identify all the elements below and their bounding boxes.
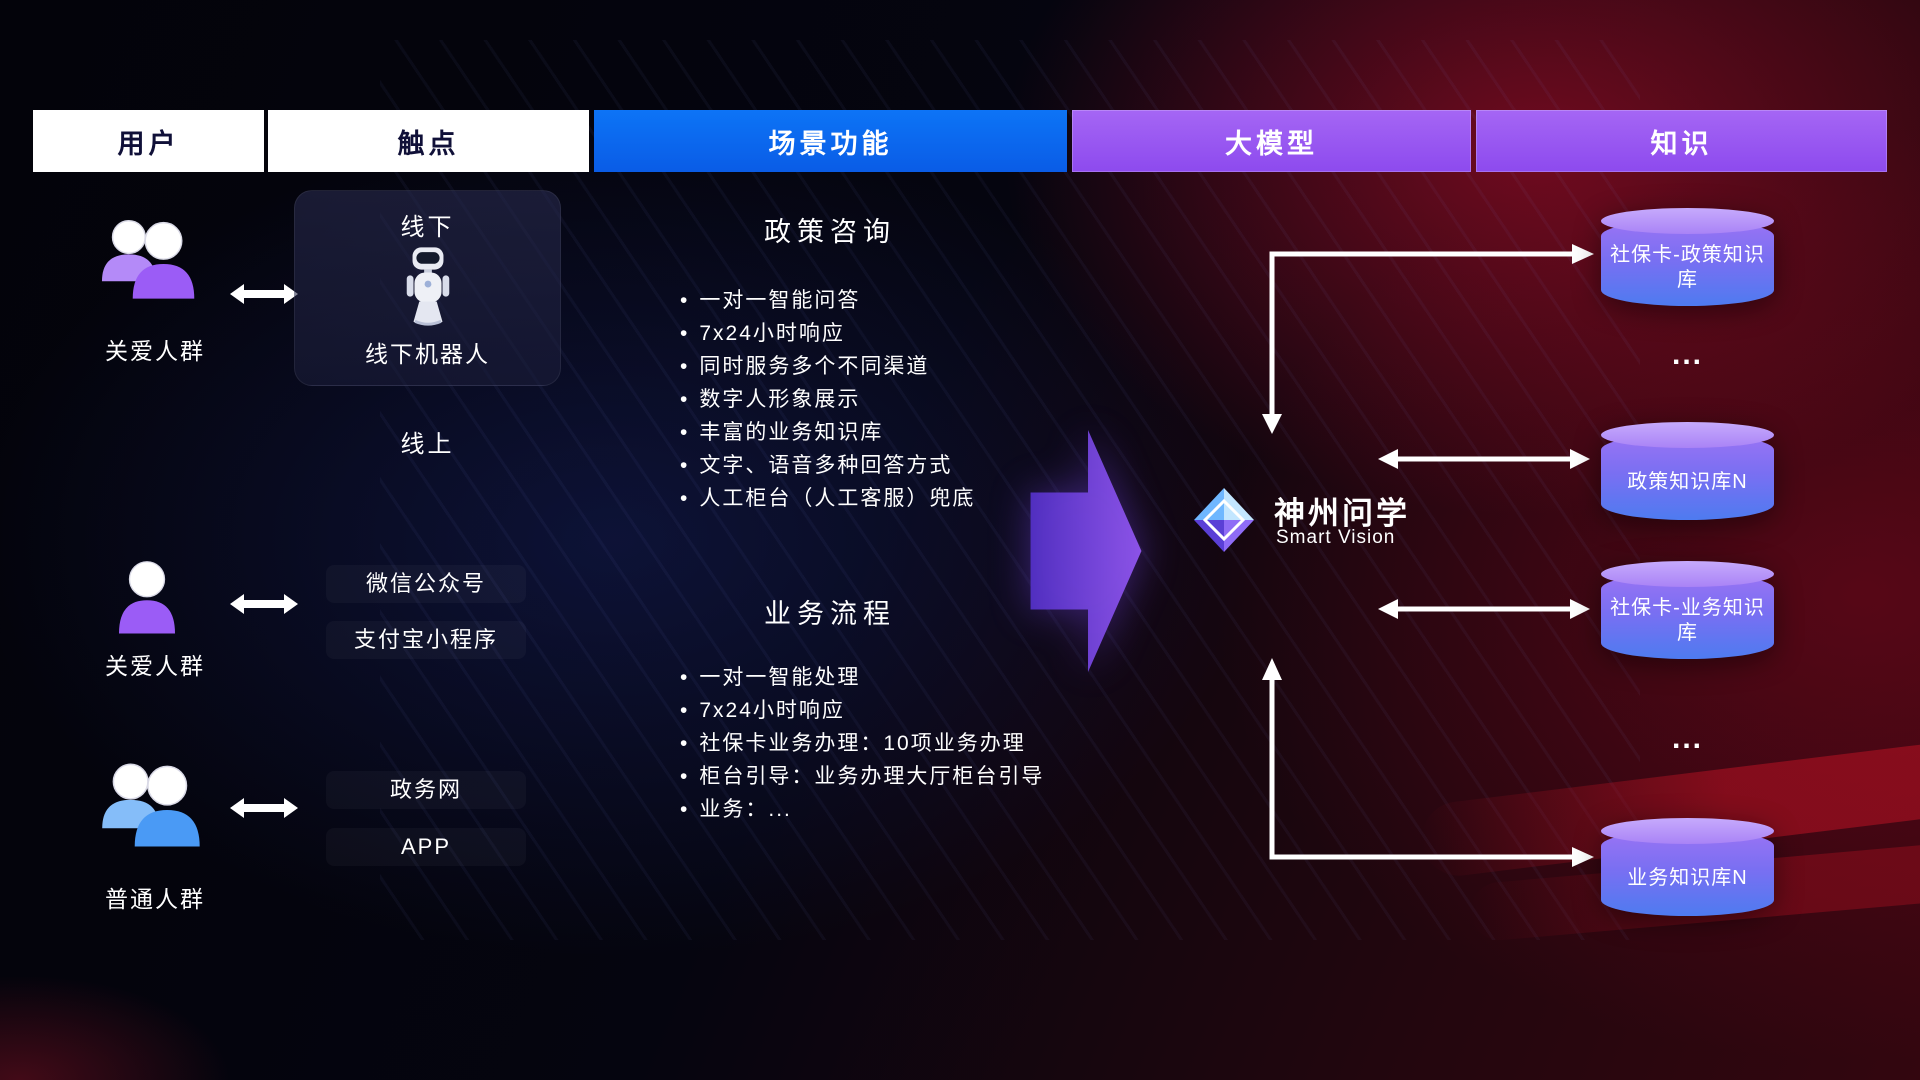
bullet-text: 7x24小时响应 xyxy=(699,322,845,345)
bullet-icon: • xyxy=(680,732,690,755)
bullet-text: 社保卡业务办理：10项业务办理 xyxy=(699,732,1026,755)
header-user-label: 用户 xyxy=(117,128,180,159)
offline-title: 线下 xyxy=(400,214,455,241)
double-arrow-icon xyxy=(228,795,300,826)
header-knowledge-label: 知识 xyxy=(1650,128,1713,159)
cylinder-top xyxy=(1601,422,1774,448)
bullet-icon: • xyxy=(680,454,690,477)
offline-touchpoint-card: 线下 线下机器人 xyxy=(294,190,561,386)
cylinder-body xyxy=(1601,434,1774,520)
bullet-text: 一对一智能处理 xyxy=(699,666,861,689)
touchpoint-gov-web: 政务网 xyxy=(326,771,526,809)
bullet-item: • 社保卡业务办理：10项业务办理 xyxy=(680,732,1044,755)
model-brand-subtitle: Smart Vision xyxy=(1276,527,1396,548)
header-model-label: 大模型 xyxy=(1225,128,1318,159)
database-cylinder-business-n: 业务知识库N xyxy=(1601,818,1774,916)
group-people-icon-purple xyxy=(88,214,214,314)
user-group-3-label: 普通人群 xyxy=(105,886,205,912)
cylinder-body xyxy=(1601,220,1774,306)
bullet-item: • 一对一智能处理 xyxy=(680,666,1044,689)
database-cylinder-policy-n: 政策知识库N xyxy=(1601,422,1774,520)
online-title: 线上 xyxy=(400,431,455,458)
ellipsis-top: ... xyxy=(1671,338,1703,371)
touchpoint-app: APP xyxy=(326,828,526,866)
bullet-text: 业务：... xyxy=(699,798,792,821)
database-label: 社保卡-政策知识库 xyxy=(1610,244,1765,291)
scene-title-policy: 政策咨询 xyxy=(764,217,896,247)
database-label: 社保卡-业务知识库 xyxy=(1610,597,1765,644)
model-brand-name: 神州问学 xyxy=(1274,496,1410,531)
bullet-text: 数字人形象展示 xyxy=(699,388,861,411)
header-model: 大模型 xyxy=(1072,110,1471,172)
bullet-text: 7x24小时响应 xyxy=(699,699,845,722)
bullet-item: • 丰富的业务知识库 xyxy=(680,421,975,444)
bullet-item: • 柜台引导：业务办理大厅柜台引导 xyxy=(680,765,1044,788)
user-group-2-label: 关爱人群 xyxy=(105,653,205,679)
header-touchpoint-label: 触点 xyxy=(397,128,460,159)
header-scene-label: 场景功能 xyxy=(768,128,893,159)
double-arrow-icon xyxy=(1378,444,1590,479)
bullet-icon: • xyxy=(680,666,690,689)
bullet-item: • 7x24小时响应 xyxy=(680,699,1044,722)
bullet-item: • 人工柜台（人工客服）兜底 xyxy=(680,487,975,510)
bullet-icon: • xyxy=(680,699,690,722)
cylinder-top xyxy=(1601,561,1774,587)
double-arrow-icon xyxy=(228,281,300,312)
bullet-item: • 文字、语音多种回答方式 xyxy=(680,454,975,477)
cylinder-body xyxy=(1601,830,1774,916)
diamond-logo-icon xyxy=(1188,484,1260,561)
bullet-icon: • xyxy=(680,322,690,345)
header-user: 用户 xyxy=(33,110,264,172)
scene-title-business: 业务流程 xyxy=(764,599,896,629)
cylinder-top xyxy=(1601,818,1774,844)
header-scene: 场景功能 xyxy=(594,110,1067,172)
header-touchpoint: 触点 xyxy=(268,110,589,172)
database-label: 政策知识库N xyxy=(1627,470,1748,493)
bullet-icon: • xyxy=(680,798,690,821)
bullet-text: 文字、语音多种回答方式 xyxy=(699,454,953,477)
header-knowledge: 知识 xyxy=(1476,110,1887,172)
bullet-text: 人工柜台（人工客服）兜底 xyxy=(699,487,976,510)
bullet-text: 同时服务多个不同渠道 xyxy=(699,355,930,378)
database-label: 业务知识库N xyxy=(1627,866,1748,889)
bullet-icon: • xyxy=(680,289,690,312)
bullet-icon: • xyxy=(680,388,690,411)
ellipsis-bottom: ... xyxy=(1671,722,1703,755)
elbow-arrow-bottom-icon xyxy=(1248,652,1598,882)
bullet-icon: • xyxy=(680,765,690,788)
bullet-item: • 一对一智能问答 xyxy=(680,289,975,312)
double-arrow-icon xyxy=(1378,594,1590,629)
bullet-icon: • xyxy=(680,487,690,510)
flow-arrow-icon xyxy=(1030,430,1142,677)
policy-bullet-list: •一对一智能问答 •7x24小时响应 •同时服务多个不同渠道 •数字人形象展示 … xyxy=(680,289,975,510)
elbow-arrow-top-icon xyxy=(1248,232,1598,442)
bullet-item: • 7x24小时响应 xyxy=(680,322,975,345)
touchpoint-wechat: 微信公众号 xyxy=(326,565,526,603)
bullet-text: 丰富的业务知识库 xyxy=(699,421,884,444)
user-group-1-label: 关爱人群 xyxy=(105,338,205,364)
database-cylinder-policy-socialcard: 社保卡-政策知识库 xyxy=(1601,208,1774,306)
cylinder-top xyxy=(1601,208,1774,234)
group-people-icon-blue xyxy=(88,757,220,863)
bullet-item: • 同时服务多个不同渠道 xyxy=(680,355,975,378)
bullet-text: 柜台引导：业务办理大厅柜台引导 xyxy=(699,765,1045,788)
cylinder-body xyxy=(1601,573,1774,659)
bullet-text: 一对一智能问答 xyxy=(699,289,861,312)
offline-robot-label: 线下机器人 xyxy=(365,341,490,367)
database-cylinder-business-socialcard: 社保卡-业务知识库 xyxy=(1601,561,1774,659)
bullet-icon: • xyxy=(680,355,690,378)
person-icon-purple xyxy=(112,552,182,652)
robot-icon xyxy=(399,245,457,332)
double-arrow-icon xyxy=(228,591,300,622)
bullet-item: • 业务：... xyxy=(680,798,1044,821)
business-bullet-list: • 一对一智能处理 • 7x24小时响应 • 社保卡业务办理：10项业务办理 • 柜台引… xyxy=(680,666,1044,821)
bullet-icon: • xyxy=(680,421,690,444)
touchpoint-alipay: 支付宝小程序 xyxy=(326,621,526,659)
bullet-item: • 数字人形象展示 xyxy=(680,388,975,411)
